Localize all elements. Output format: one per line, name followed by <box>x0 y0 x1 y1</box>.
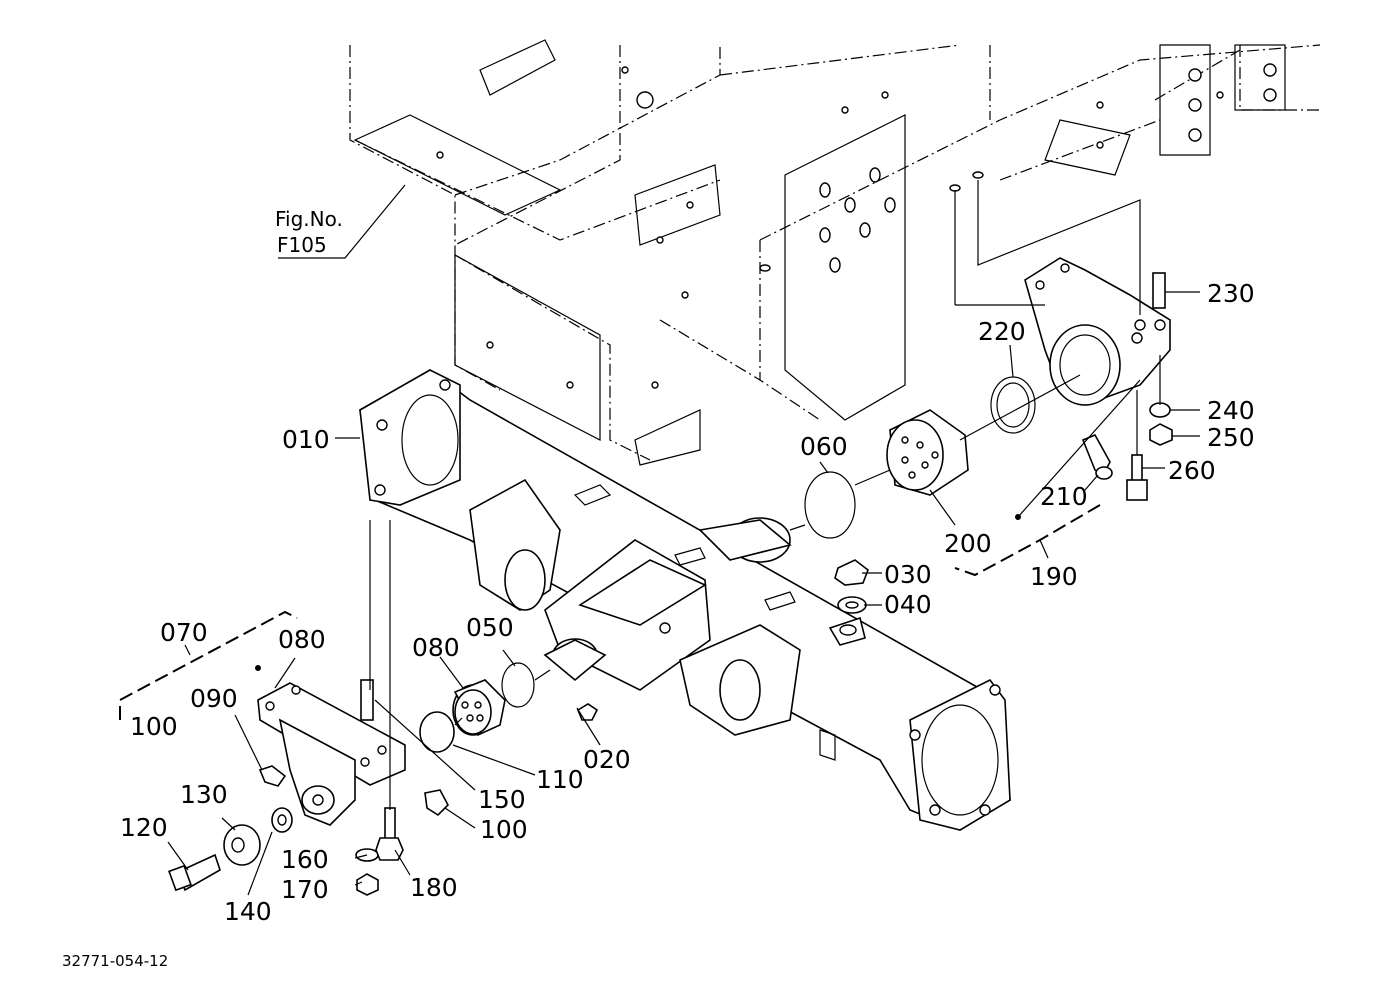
callout-240: 240 <box>1207 396 1255 425</box>
callout-200: 200 <box>944 529 992 558</box>
callout-050: 050 <box>466 613 514 642</box>
callout-190: 190 <box>1030 562 1078 591</box>
callout-100-left: 100 <box>130 712 178 741</box>
callout-030: 030 <box>884 560 932 589</box>
front-axle-housing <box>359 369 1011 831</box>
drawing-number: 32771-054-12 <box>62 952 168 970</box>
o-ring-050 <box>501 662 535 708</box>
tractor-frame <box>349 39 1321 466</box>
callout-170: 170 <box>281 875 329 904</box>
fasteners <box>168 272 1173 896</box>
bushing-200 <box>886 409 969 496</box>
support-bracket <box>257 682 406 826</box>
callout-060: 060 <box>800 432 848 461</box>
callout-220: 220 <box>978 317 1026 346</box>
callout-250: 250 <box>1207 423 1255 452</box>
callout-070: 070 <box>160 618 208 647</box>
callout-260: 260 <box>1168 456 1216 485</box>
callout-110: 110 <box>536 765 584 794</box>
callout-130: 130 <box>180 780 228 809</box>
pivot-bracket <box>1024 257 1171 406</box>
group-brackets <box>119 504 1101 720</box>
callout-180: 180 <box>410 873 458 902</box>
group-dot-190 <box>1015 514 1021 520</box>
callout-120: 120 <box>120 813 168 842</box>
fig-ref-number[interactable]: F105 <box>277 233 327 257</box>
figure-reference[interactable]: Fig.No. F105 <box>275 207 343 257</box>
callout-020: 020 <box>583 745 631 774</box>
callout-040: 040 <box>884 590 932 619</box>
plate-110 <box>419 711 455 753</box>
callout-080-lower: 080 <box>412 633 460 662</box>
callout-090: 090 <box>190 684 238 713</box>
leader-lines <box>167 180 1200 896</box>
callout-150: 150 <box>478 785 526 814</box>
o-ring-060 <box>804 471 856 539</box>
callout-100-right: 100 <box>480 815 528 844</box>
callout-230: 230 <box>1207 279 1255 308</box>
callout-160: 160 <box>281 845 329 874</box>
seal-rings <box>419 376 1036 753</box>
group-dot-070 <box>255 665 261 671</box>
bushing-080 <box>452 679 506 737</box>
fig-no-label: Fig.No. <box>275 207 343 231</box>
callout-080-upper: 080 <box>278 625 326 654</box>
callout-210: 210 <box>1040 482 1088 511</box>
callout-labels: 010 020 030 040 050 060 070 080 080 090 … <box>120 279 1255 926</box>
callout-140: 140 <box>224 897 272 926</box>
callout-010: 010 <box>282 425 330 454</box>
